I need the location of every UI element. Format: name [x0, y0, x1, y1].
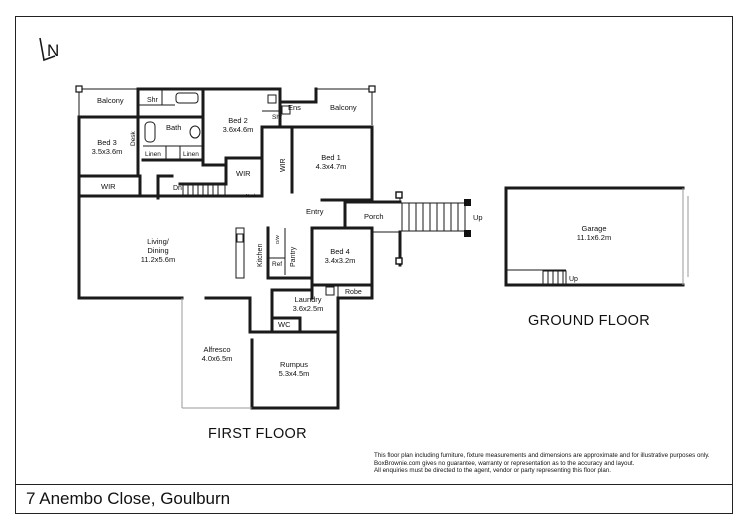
first-floor-stairs: [182, 183, 226, 196]
label-bed4-size: 3.4x3.2m: [325, 256, 356, 265]
label-nook: Nook: [246, 193, 257, 198]
compass-letter: N: [47, 41, 59, 60]
label-rumpus-size: 5.3x4.5m: [279, 369, 310, 378]
label-linen-left: Linen: [145, 151, 161, 158]
label-alfresco-size: 4.0x6.5m: [202, 354, 233, 363]
north-compass-icon: N: [39, 37, 59, 62]
label-laundry-size: 3.6x2.5m: [293, 304, 324, 313]
label-up-porch: Up: [473, 213, 483, 222]
label-robe: Robe: [345, 289, 362, 296]
property-address: 7 Anembo Close, Goulburn: [26, 489, 231, 508]
label-wir-bed2: WIR: [236, 169, 251, 178]
label-bed3: Bed 3: [97, 138, 117, 147]
label-living: Living/: [147, 237, 170, 246]
disclaimer-line-2: BoxBrownie.com gives no guarantee, warra…: [374, 459, 635, 467]
label-shr-right: Shr: [272, 114, 283, 121]
label-bed3-size: 3.5x3.6m: [92, 147, 123, 156]
label-wc: WC: [278, 320, 291, 329]
label-dn: Dn: [173, 185, 182, 192]
page-frame: [15, 16, 733, 514]
label-wir-bed3: WIR: [101, 182, 116, 191]
label-ens: Ens: [288, 103, 301, 112]
garage-walls: [504, 186, 689, 287]
footer-divider: [15, 484, 733, 485]
label-balcony-left: Balcony: [97, 96, 124, 105]
label-up-garage: Up: [569, 276, 578, 283]
label-alfresco: Alfresco: [203, 345, 230, 354]
disclaimer-line-3: All enquiries must be directed to the ag…: [374, 467, 611, 475]
label-entry: Entry: [306, 207, 324, 216]
label-bed1-size: 4.3x4.7m: [316, 162, 347, 171]
label-rumpus: Rumpus: [280, 360, 308, 369]
label-balcony-right: Balcony: [330, 103, 357, 112]
label-garage-size: 11.1x6.2m: [577, 233, 611, 242]
disclaimer: This floor plan including furniture, fix…: [374, 452, 726, 475]
first-floor-title: FIRST FLOOR: [208, 426, 307, 442]
label-desk: Desk: [130, 130, 137, 146]
label-kitchen: Kitchen: [257, 244, 264, 267]
label-bed4: Bed 4: [330, 247, 350, 256]
label-ref: Ref: [272, 261, 282, 268]
label-porch: Porch: [364, 212, 384, 221]
porch-stairs: [75, 85, 471, 265]
label-bed1: Bed 1: [321, 153, 341, 162]
bathroom-fixtures: [144, 92, 335, 296]
label-garage: Garage: [581, 224, 606, 233]
label-pantry: Pantry: [290, 246, 297, 267]
label-living-size: 11.2x5.6m: [141, 255, 175, 264]
first-floor-walls: [77, 87, 402, 410]
label-laundry: Laundry: [294, 295, 321, 304]
label-bath: Bath: [166, 123, 181, 132]
label-shr-left: Shr: [147, 97, 159, 104]
label-dw: D/W: [275, 235, 280, 245]
label-wir-bed1: WIR: [280, 158, 287, 172]
label-bed2-size: 3.6x4.6m: [223, 125, 254, 134]
label-linen-right: Linen: [183, 151, 199, 158]
room-labels: Balcony Shr Bath Bed 2 3.6x4.6m Ens Shr …: [92, 96, 612, 378]
label-living-2: Dining: [147, 246, 168, 255]
ground-floor-title: GROUND FLOOR: [528, 313, 651, 329]
disclaimer-line-1: This floor plan including furniture, fix…: [374, 452, 710, 459]
label-bed2: Bed 2: [228, 116, 248, 125]
